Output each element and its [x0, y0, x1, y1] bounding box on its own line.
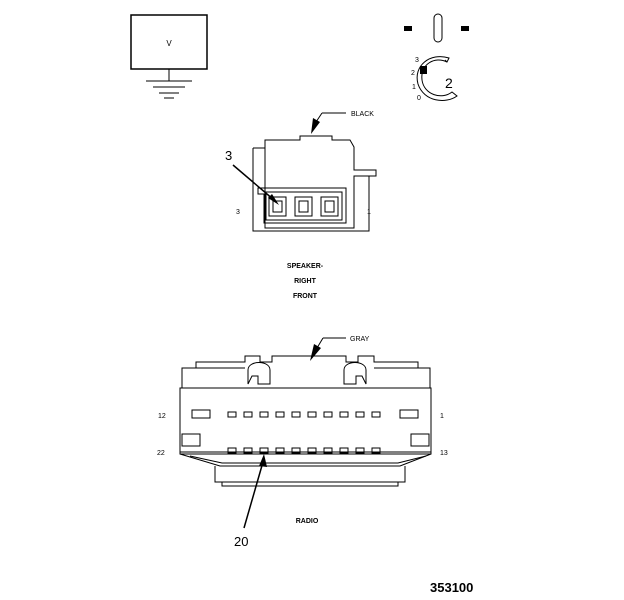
switch-callout: 2 [445, 75, 453, 91]
figure-number: 353100 [430, 580, 473, 595]
radio-connector: GRAY [157, 336, 448, 549]
speaker-title-line-1: SPEAKER- [287, 263, 324, 270]
radio-terminal-row-bottom [227, 447, 381, 454]
switch-pos-1: 1 [412, 84, 416, 91]
radio-end-terminal [399, 409, 419, 419]
arrow-icon [259, 454, 267, 467]
voltmeter-label: V [166, 39, 172, 48]
speaker-title-line-3: FRONT [293, 293, 318, 300]
switch-symbol: 3 2 1 0 2 [404, 13, 469, 102]
speaker-color-label: BLACK [351, 111, 374, 118]
speaker-pin-left: 3 [236, 209, 240, 216]
voltmeter-symbol: V [130, 14, 208, 99]
speaker-terminal [294, 196, 313, 217]
radio-callout: 20 [234, 534, 248, 549]
radio-pin-top-left: 12 [158, 413, 166, 420]
rotary-switch-icon: 3 2 1 0 2 [411, 56, 458, 102]
switch-pos-0: 0 [417, 95, 421, 102]
radio-end-terminal [410, 433, 430, 447]
ground-icon [146, 80, 192, 99]
radio-pin-bottom-right: 13 [440, 450, 448, 457]
radio-end-terminal [191, 409, 211, 419]
speaker-pin-right: 1 [367, 209, 371, 216]
speaker-callout: 3 [225, 148, 232, 163]
radio-terminal-row-top [227, 411, 381, 418]
radio-title: RADIO [296, 518, 319, 525]
arrow-icon [268, 194, 279, 205]
switch-pos-2: 2 [411, 70, 415, 77]
arrow-icon [310, 344, 321, 361]
radio-pin-bottom-left: 22 [157, 450, 165, 457]
speaker-title-line-2: RIGHT [294, 278, 317, 285]
radio-color-label: GRAY [350, 336, 370, 343]
radio-end-terminal [181, 433, 201, 447]
switch-pos-3: 3 [415, 57, 419, 64]
switch-top-icon [404, 13, 469, 43]
radio-pin-top-right: 1 [440, 413, 444, 420]
speaker-connector: BLACK 3 3 1 SPEAKER- RIGHT [225, 111, 377, 300]
speaker-terminal [268, 196, 287, 217]
speaker-terminal [320, 196, 339, 217]
arrow-icon [311, 118, 320, 134]
